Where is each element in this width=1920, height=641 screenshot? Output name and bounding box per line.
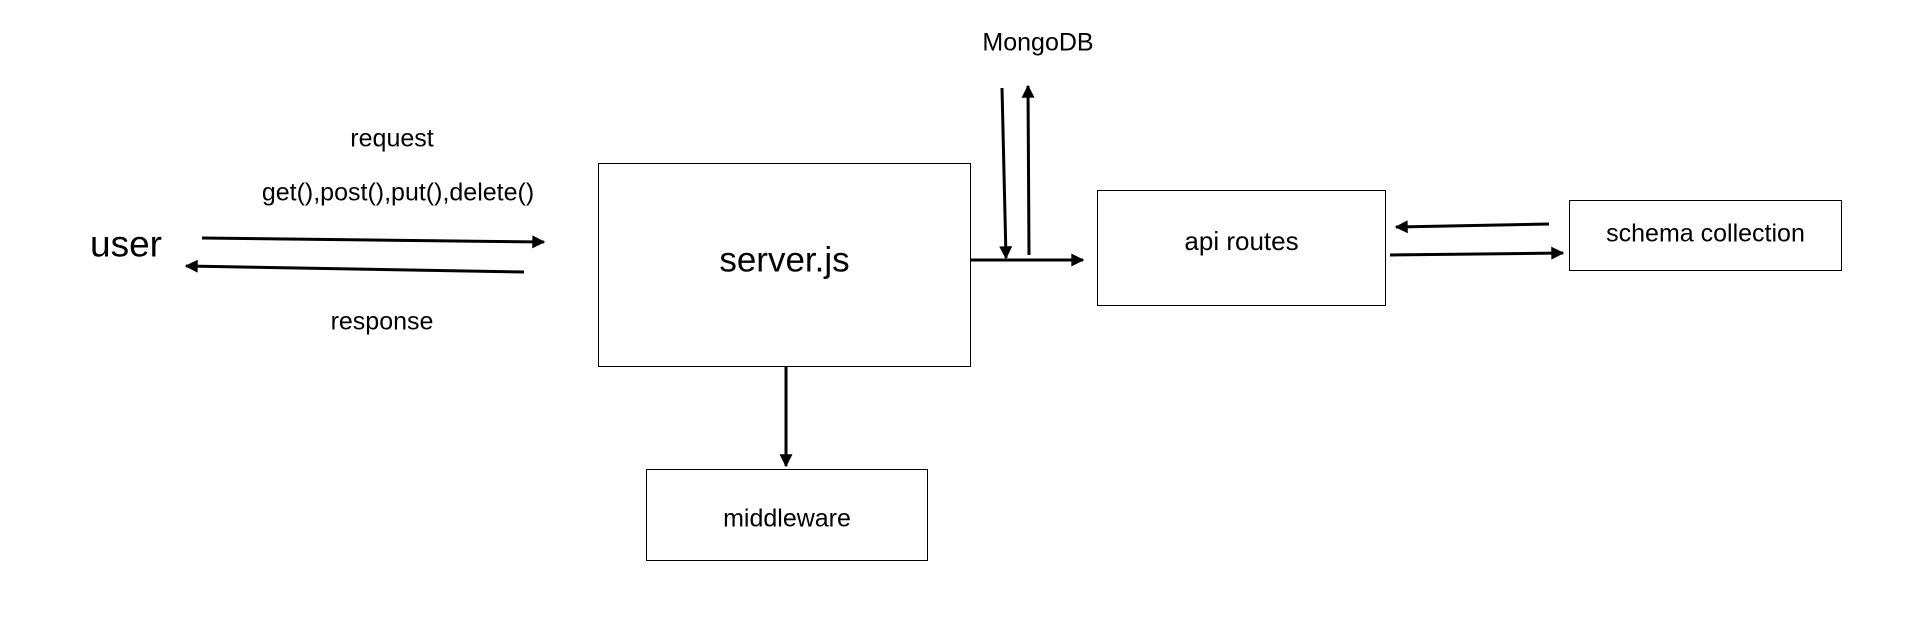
middleware-label: middleware <box>723 504 851 533</box>
server-to-mongodb-arrow <box>1021 84 1035 256</box>
methods-label: get(),post(),put(),delete() <box>261 178 535 207</box>
server-label: server.js <box>719 240 850 280</box>
request-label: request <box>350 124 434 153</box>
server-node: server.js <box>598 163 971 367</box>
middleware-node: middleware <box>646 469 928 561</box>
response-arrow <box>184 259 525 274</box>
response-label: response <box>330 307 434 336</box>
user-label: user <box>90 223 162 265</box>
schema-to-api-routes-arrow <box>1394 220 1550 234</box>
mongodb-label: MongoDB <box>982 28 1094 57</box>
mongodb-to-server-arrow <box>999 87 1013 260</box>
schema-collection-label: schema collection <box>1606 219 1805 248</box>
api-routes-node: api routes <box>1097 190 1386 306</box>
api-routes-to-schema-arrow <box>1389 246 1565 260</box>
api-routes-label: api routes <box>1184 226 1299 256</box>
request-arrow <box>201 235 546 249</box>
schema-collection-node: schema collection <box>1569 200 1842 271</box>
